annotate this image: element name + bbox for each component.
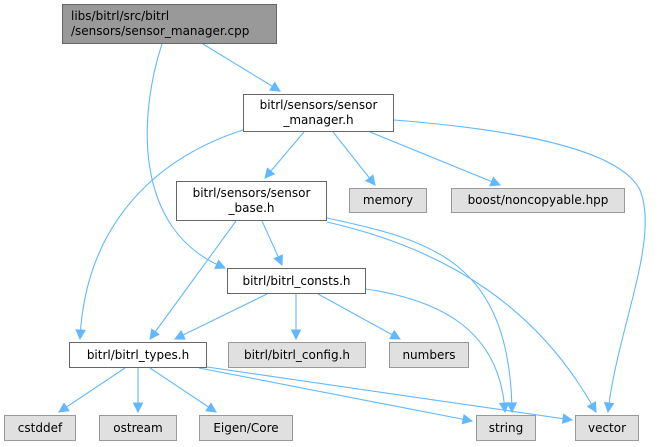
edge-root-to-sensor_manager_h	[202, 43, 281, 92]
edge-sensor_manager_h-to-bitrl_types_h	[79, 129, 244, 340]
arrowhead-icon	[75, 329, 86, 341]
node-bitrl-consts-h[interactable]: bitrl/bitrl_consts.h	[227, 268, 366, 294]
node-numbers[interactable]: numbers	[389, 342, 469, 368]
node-root[interactable]: libs/bitrl/src/bitrl /sensors/sensor_man…	[62, 4, 277, 44]
node-noncopyable[interactable]: boost/noncopyable.hpp	[451, 188, 625, 213]
node-eigen-core[interactable]: Eigen/Core	[199, 415, 293, 441]
arrowhead-icon	[506, 402, 518, 414]
node-sensor-manager-h[interactable]: bitrl/sensors/sensor _manager.h	[243, 94, 394, 132]
arrowhead-icon	[173, 330, 186, 340]
edge-sensor_manager_h-to-sensor_base_h	[264, 131, 305, 179]
edge-sensor_base_h-to-string	[326, 217, 513, 413]
arrowhead-icon	[561, 413, 574, 424]
node-bitrl-config-h[interactable]: bitrl/bitrl_config.h	[228, 342, 366, 368]
edge-sensor_manager_h-to-vector	[393, 119, 646, 413]
node-cstddef[interactable]: cstddef	[4, 415, 76, 441]
arrowhead-icon	[364, 174, 376, 186]
edge-bitrl_types_h-to-cstddef	[58, 367, 126, 413]
node-string[interactable]: string	[476, 415, 536, 441]
arrowhead-icon	[290, 329, 302, 341]
arrowhead-icon	[205, 402, 217, 413]
edge-bitrl_consts_h-to-string	[365, 288, 506, 413]
arrowhead-icon	[149, 328, 160, 340]
edge-root-to-bitrl_consts_h	[146, 43, 226, 269]
edge-sensor_manager_h-to-noncopyable	[369, 131, 501, 186]
arrowhead-icon	[269, 81, 281, 92]
edge-bitrl_types_h-to-eigen_core	[149, 367, 217, 413]
edge-bitrl_consts_h-to-bitrl_types_h	[174, 293, 268, 340]
arrowhead-icon	[603, 401, 615, 414]
node-sensor-base-h[interactable]: bitrl/sensors/sensor _base.h	[176, 181, 327, 221]
arrowhead-icon	[489, 176, 502, 187]
edge-sensor_base_h-to-vector	[326, 221, 597, 413]
edge-bitrl_types_h-to-vector	[206, 366, 573, 421]
arrowhead-icon	[273, 254, 283, 267]
arrowhead-icon	[132, 402, 144, 414]
arrowhead-icon	[586, 401, 597, 413]
arrowhead-icon	[58, 402, 70, 413]
arrowhead-icon	[214, 259, 227, 270]
node-memory[interactable]: memory	[349, 188, 427, 213]
edge-sensor_manager_h-to-memory	[332, 131, 376, 186]
edge-bitrl_types_h-to-string	[198, 367, 473, 422]
arrowhead-icon	[461, 413, 474, 425]
arrowhead-icon	[264, 167, 276, 179]
node-ostream[interactable]: ostream	[99, 415, 177, 441]
node-bitrl-types-h[interactable]: bitrl/bitrl_types.h	[69, 342, 207, 368]
edge-bitrl_consts_h-to-numbers	[317, 293, 401, 340]
arrowhead-icon	[498, 402, 510, 414]
node-vector[interactable]: vector	[575, 415, 639, 441]
arrowhead-icon	[389, 329, 401, 340]
edge-sensor_base_h-to-bitrl_types_h	[149, 220, 237, 340]
